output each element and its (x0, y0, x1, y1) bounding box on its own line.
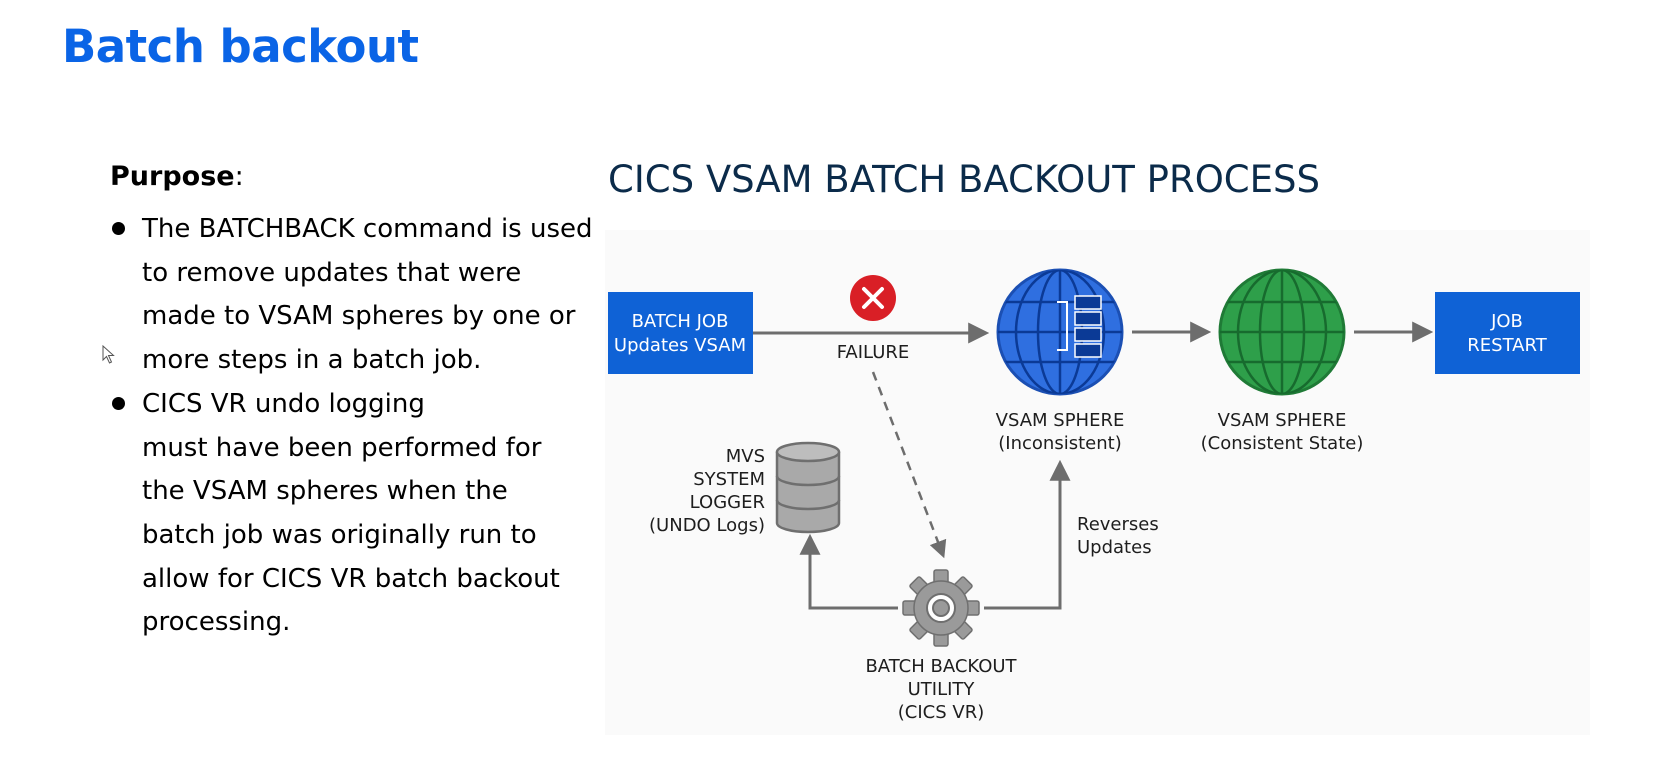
utility-line3: (CICS VR) (898, 702, 984, 723)
batch-job-line1: BATCH JOB (632, 311, 729, 332)
utility-line1: BATCH BACKOUT (865, 656, 1017, 677)
job-restart-line1: JOB (1490, 311, 1523, 332)
arrow-utility-to-logger (799, 533, 898, 610)
x-circle-icon (850, 275, 896, 321)
cursor-arrow-icon (102, 345, 115, 364)
logger-line4: (UNDO Logs) (649, 515, 765, 536)
bullet-line: more steps in a batch job. (142, 345, 482, 376)
arrow-failure-to-utility (871, 371, 947, 559)
purpose-bullet-list: The BATCHBACK command is used to remove … (110, 208, 593, 645)
globe-icon (996, 268, 1124, 396)
job-restart-line2: RESTART (1467, 335, 1547, 356)
gear-icon (902, 569, 980, 647)
purpose-colon: : (234, 161, 244, 192)
logger-line1: MVS (726, 446, 765, 467)
globe-icon (1218, 268, 1346, 396)
bullet-line: must have been performed for (142, 432, 542, 463)
logger-line2: SYSTEM (693, 469, 765, 490)
sphere-inconsistent-line2: (Inconsistent) (998, 433, 1121, 454)
bullet-batchback: The BATCHBACK command is used to remove … (110, 208, 593, 383)
bullet-line: to remove updates that were (142, 257, 522, 288)
logger-line3: LOGGER (690, 492, 765, 513)
purpose-label: Purpose (110, 161, 235, 192)
arrow-utility-to-sphere (984, 459, 1071, 610)
bullet-line: The BATCHBACK command is used (142, 214, 593, 244)
sphere-consistent-line1: VSAM SPHERE (1218, 410, 1347, 431)
batch-backout-diagram: CICS VSAM BATCH BACKOUT PROCESS BATCH JO… (605, 158, 1590, 735)
bullet-line: allow for CICS VR batch backout (142, 563, 560, 594)
bullet-line: the VSAM spheres when the (142, 476, 508, 507)
database-icon (775, 441, 841, 534)
slide-title: Batch backout (62, 20, 419, 73)
batch-job-line2: Updates VSAM (614, 335, 746, 356)
sphere-inconsistent-line1: VSAM SPHERE (996, 410, 1125, 431)
reverses-line2: Updates (1077, 537, 1152, 558)
reverses-line1: Reverses (1077, 514, 1159, 535)
batch-job-box: BATCH JOB Updates VSAM (608, 292, 753, 374)
purpose-heading: Purpose: (110, 161, 244, 192)
diagram-title: CICS VSAM BATCH BACKOUT PROCESS (608, 158, 1320, 201)
job-restart-box: JOB RESTART (1435, 292, 1580, 374)
bullet-undo-logging: CICS VR undo logging must have been perf… (110, 383, 590, 645)
utility-line2: UTILITY (908, 679, 976, 700)
failure-label: FAILURE (837, 342, 910, 363)
bullet-line: made to VSAM spheres by one or (142, 301, 576, 332)
sphere-consistent-line2: (Consistent State) (1201, 433, 1364, 454)
bullet-line: batch job was originally run to (142, 519, 537, 550)
bullet-line: processing. (142, 607, 291, 638)
bullet-line: CICS VR undo logging (142, 388, 425, 419)
